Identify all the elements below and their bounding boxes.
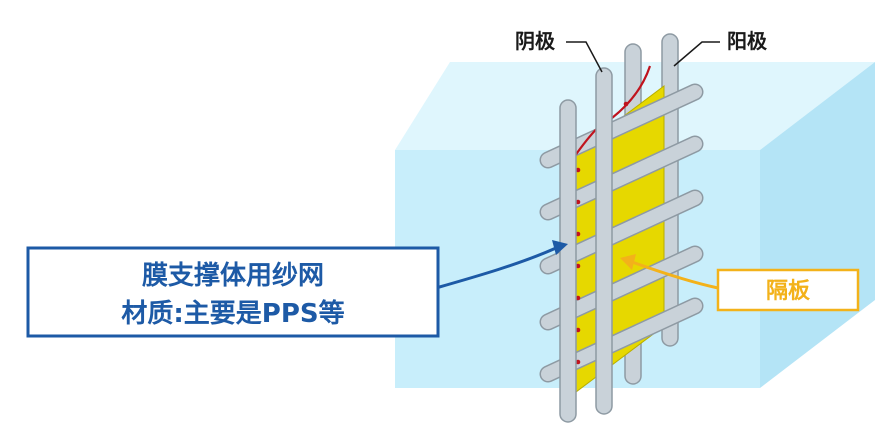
cathode-leader-line [566,41,603,73]
cathode-rod [595,67,613,415]
membrane-arrow-line [435,246,557,290]
separator-callout-box [716,268,860,312]
membrane-callout: 膜支撑体用纱网 材质:主要是PPS等 [26,240,568,338]
separator-arrow-head [620,254,636,270]
anode-label: 阳极 [727,29,768,53]
separator-callout: 隔板 [620,254,860,312]
membrane-callout-box [26,246,440,338]
cathode-rod [559,99,577,423]
membrane-arrow-head [552,240,568,255]
separator-label: 隔板 [766,279,811,304]
cathode-label: 阴极 [515,29,556,53]
membrane-callout-line1: 膜支撑体用纱网 [142,261,324,291]
cathode-rods [559,67,613,423]
cathode-callout: 阴极 [515,29,603,73]
anode-callout: 阳极 [673,29,768,67]
separator-arrow-line [631,260,719,290]
membrane-callout-line2: 材质:主要是PPS等 [121,298,344,329]
anode-leader-line [673,41,720,67]
